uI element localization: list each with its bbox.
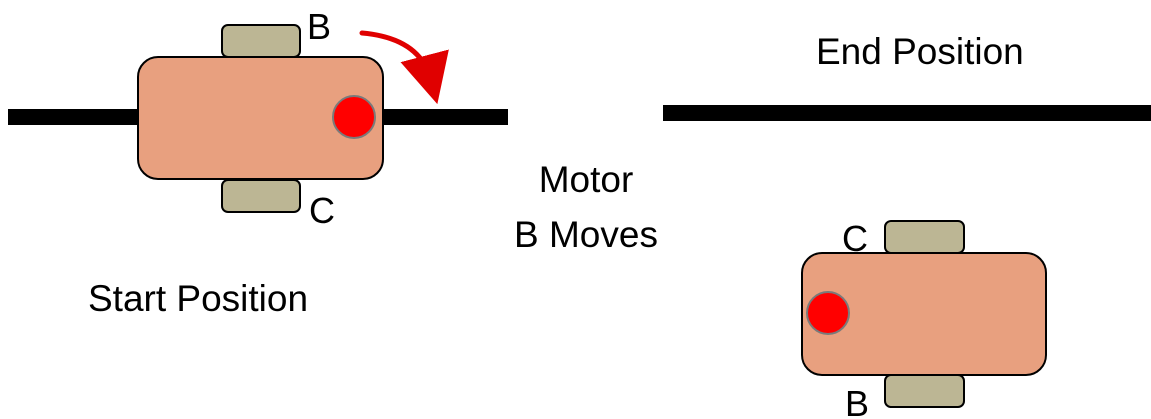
start-wheel-c <box>221 179 301 213</box>
start-wheel-c-label: C <box>309 190 335 231</box>
start-position-label: Start Position <box>88 278 308 319</box>
end-position-label: End Position <box>816 31 1024 72</box>
motor-action-label-line1: Motor <box>539 159 634 200</box>
rotation-arrow <box>359 30 449 105</box>
end-wheel-c-label: C <box>842 218 868 259</box>
end-wheel-c <box>884 220 965 254</box>
end-track-line <box>663 105 1151 121</box>
start-wheel-b <box>221 24 301 58</box>
start-light-sensor <box>332 95 376 139</box>
start-robot <box>137 24 384 213</box>
end-robot-body <box>801 252 1047 376</box>
end-wheel-b <box>884 374 965 408</box>
start-wheel-b-label: B <box>307 6 331 47</box>
end-wheel-b-label: B <box>845 383 869 419</box>
end-robot <box>801 220 1047 408</box>
start-robot-body <box>137 56 384 180</box>
motor-action-label-line2: B Moves <box>514 214 658 255</box>
end-light-sensor <box>806 291 850 335</box>
